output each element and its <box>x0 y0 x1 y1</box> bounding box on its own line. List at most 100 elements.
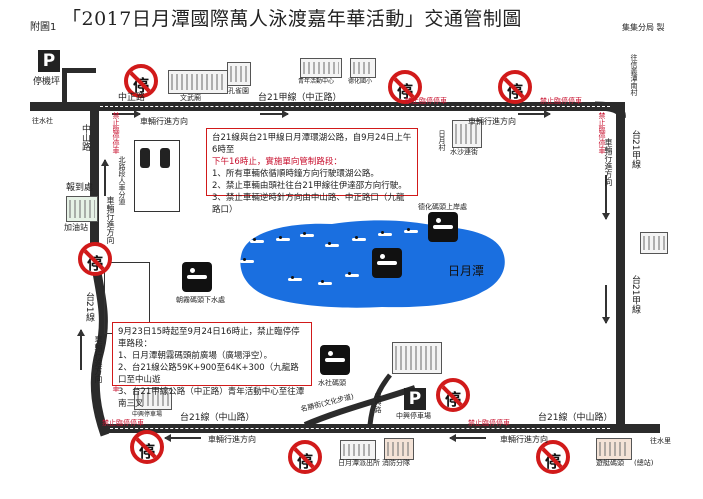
fire-station-building <box>384 438 414 460</box>
kongque-garden-building <box>227 62 251 86</box>
parking-lot-label: 中興停車場 <box>396 412 431 420</box>
dehua-dock-label: 德化碼頭上岸處 <box>418 203 467 211</box>
no-parking-icon: 停 <box>78 242 112 276</box>
road-inner <box>303 373 416 428</box>
station-label: (總站) <box>634 459 654 467</box>
one-way-label: 車輛行進方向 <box>106 196 115 244</box>
one-way-label: 車輛行進方向 <box>468 117 516 126</box>
road-t21a-right <box>616 102 625 433</box>
gas-station-label: 加油站 <box>64 223 88 232</box>
arrow-left <box>449 434 486 441</box>
notice-line: 3、禁止車輛逆時針方向由中山路、中正路口（九龍路口） <box>212 193 405 215</box>
swimmer-icon <box>345 272 359 280</box>
road-t21-left-curve <box>90 259 110 437</box>
producer-label: 集集分局 製 <box>622 23 665 32</box>
no-parking-icon: 停 <box>498 70 532 104</box>
arrow-up <box>77 329 84 370</box>
parking-icon: P <box>404 388 426 410</box>
dock-boat-icon <box>428 212 458 242</box>
no-parking-icon: 停 <box>436 378 470 412</box>
no-stop-label: 禁止臨停停車 <box>598 112 606 154</box>
arrow-up <box>101 159 108 196</box>
village-building <box>452 120 482 148</box>
village-label: 日月村 <box>438 130 446 151</box>
notice-line: 1、日月潭朝霧碼頭前廣場（廣場淨空）。 <box>118 351 273 361</box>
road-link <box>62 68 96 73</box>
wenwu-temple-building <box>168 70 228 94</box>
school-label: 德化國小 <box>348 78 373 85</box>
road-centerline <box>100 106 610 107</box>
youth-center-building <box>300 58 342 78</box>
one-way-label: 車輛行進方向 <box>604 138 613 186</box>
page-title: 「2017日月潭國際萬人泳渡嘉年華活動」交通管制圖 <box>62 8 522 30</box>
arrow-right <box>260 110 289 117</box>
swimmer-icon <box>318 280 332 288</box>
arrow-right <box>518 110 551 117</box>
no-stop-label: 禁止臨停停車 <box>405 97 447 105</box>
pedestrian-split-label: 北路段人車分道 <box>118 156 126 205</box>
road-label-t21-bottom2: 台21線（中山路） <box>538 413 613 423</box>
kongque-garden-label: 孔雀園 <box>228 87 249 95</box>
toward-xinyi-label: 往信義潭南村 <box>630 54 638 96</box>
notice-line: 3、台21甲線公路（中正路）青年活動中心至往潭南三叉 <box>118 387 305 409</box>
wenwu-temple-label: 文武廟 <box>180 94 201 102</box>
dock-boat-icon <box>182 262 212 292</box>
swimmer-icon <box>240 258 254 266</box>
no-stop-label: 禁止臨停停車 <box>540 97 582 105</box>
pedestrian-lane-area <box>134 140 180 212</box>
swimmer-icon <box>300 232 314 240</box>
notice-line: 1、所有車輛依循順時鐘方向行駛環湖公路。 <box>212 169 379 179</box>
right-building <box>640 232 668 254</box>
notice-no-stop-sections: 9月23日15時起至9月24日16時止，禁止臨停停車路段： 1、日月潭朝霧碼頭前… <box>112 322 312 409</box>
pedestrian-icon <box>140 148 150 168</box>
notice-line: 台21線與台21甲線日月潭環湖公路，自9月24日上午6時至 <box>212 133 412 155</box>
swimmer-icon <box>288 276 302 284</box>
zhongxing-blvd-label: 中興路 <box>374 392 382 413</box>
fire-station-label: 消防分隊 <box>382 459 410 467</box>
one-way-label: 車輛行進方向 <box>140 117 188 126</box>
no-parking-icon: 停 <box>388 70 422 104</box>
road-label-t21a-top: 台21甲線（中正路） <box>258 93 342 103</box>
water-street-label: 水沙連街 <box>450 148 478 156</box>
no-stop-label: 禁止臨停停車 <box>102 419 144 427</box>
boat-dock-label: 遊艇碼頭 <box>596 459 624 467</box>
no-parking-icon: 停 <box>130 430 164 464</box>
notice-line: 下午16時止，實施單向管制路段： <box>212 157 342 167</box>
arrow-left <box>164 434 201 441</box>
road-label-t21-left: 台21線 <box>84 292 94 322</box>
no-parking-icon: 停 <box>536 440 570 474</box>
boat-icon <box>372 248 402 278</box>
no-parking-icon: 停 <box>288 440 322 474</box>
one-way-label: 車輛行進方向 <box>94 335 103 383</box>
parking-icon: P <box>38 50 60 72</box>
one-way-label: 車輛行進方向 <box>208 435 256 444</box>
road-label-t21a-right-a: 台21甲線 <box>630 130 640 169</box>
admin-building <box>392 342 442 374</box>
road-zhongshan-left <box>90 102 99 267</box>
swimmer-icon <box>250 238 264 246</box>
notice-line: 2、禁止車輛由頭社往台21甲線往伊達邵方向行駛。 <box>212 181 407 191</box>
arrow-right <box>112 110 141 117</box>
notice-one-way-control: 台21線與台21甲線日月潭環湖公路，自9月24日上午6時至 下午16時止，實施單… <box>206 128 418 215</box>
visitor-center-label: 中興停車場 <box>132 411 163 418</box>
swimmer-icon <box>352 236 366 244</box>
shuishe-dock-label: 水社碼頭 <box>318 379 346 387</box>
annex-label: 附圖1 <box>30 22 57 33</box>
boat-dock-building <box>596 438 632 460</box>
road-label-t21a-right-b: 台21甲線 <box>630 275 640 314</box>
police-label: 日月潭派出所 <box>338 459 380 467</box>
notice-line: 2、台21線公路59K+900至64K+300（九龍路口至中山遊 <box>118 363 299 385</box>
road-label-zhongzheng: 中正路 <box>118 93 146 103</box>
no-stop-label: 禁止臨停停車 <box>468 419 510 427</box>
visitor-center-building <box>134 388 172 410</box>
one-way-label: 車輛行進方向 <box>500 435 548 444</box>
arrow-down <box>602 285 609 324</box>
arrow-down <box>602 175 609 220</box>
shuishe-dock-icon <box>320 345 350 375</box>
gas-station-building <box>66 196 98 222</box>
toward-label: 往水社 <box>32 117 53 125</box>
no-stop-label: 禁止臨停停車 <box>112 112 120 154</box>
police-building <box>340 440 376 460</box>
checkin-label: 報到處 <box>66 183 94 193</box>
lake-name: 日月潭 <box>448 264 485 278</box>
